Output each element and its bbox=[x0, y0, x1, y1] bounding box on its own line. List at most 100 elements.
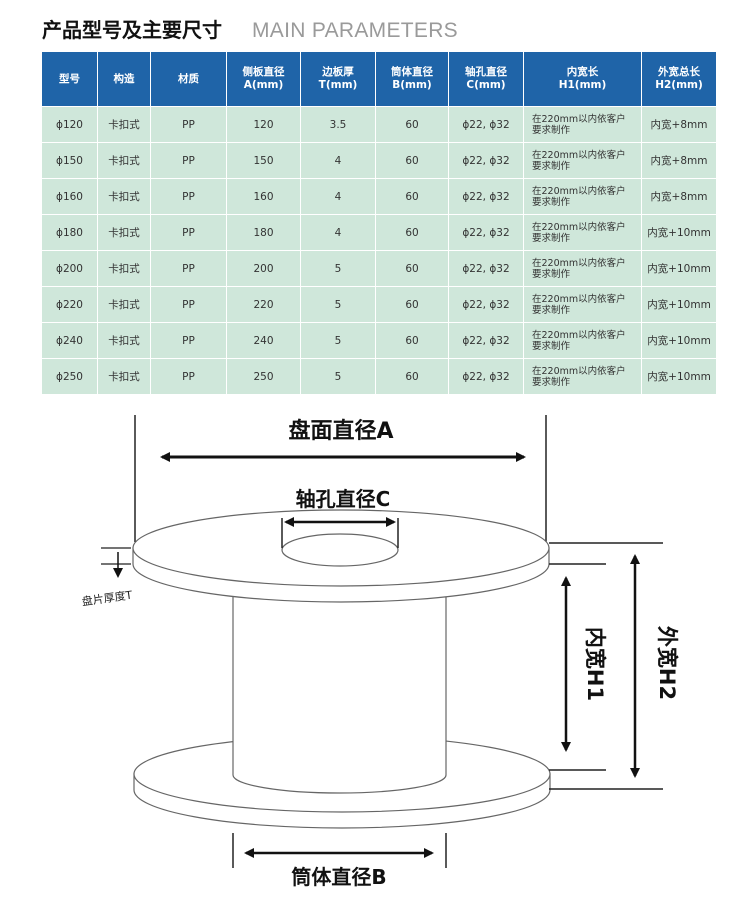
column-header-text: 边板厚 bbox=[322, 66, 354, 78]
label-disc-diameter: 盘面直径A bbox=[288, 418, 393, 444]
cell-text-line: 要求制作 bbox=[532, 268, 571, 280]
cell-structure: 卡扣式 bbox=[97, 106, 151, 143]
cell-h1: 在220mm以内依客户要求制作 bbox=[523, 178, 642, 215]
cell-t: 4 bbox=[300, 214, 376, 251]
cell-b: 60 bbox=[375, 322, 449, 359]
cell-h1: 在220mm以内依客户要求制作 bbox=[523, 142, 642, 179]
cell-material: PP bbox=[150, 106, 227, 143]
shaft-hole bbox=[281, 533, 399, 567]
cell-text-line: 在220mm以内依客户 bbox=[532, 365, 626, 377]
cell-h2: 内宽+8mm bbox=[641, 142, 717, 179]
cell-material: PP bbox=[150, 358, 227, 395]
column-header-text: B(mm) bbox=[392, 79, 432, 91]
cell-model: ϕ250 bbox=[41, 358, 98, 395]
cell-c: ϕ22, ϕ32 bbox=[448, 358, 524, 395]
cell-text-line: 要求制作 bbox=[532, 124, 571, 136]
column-header-text: 材质 bbox=[178, 72, 199, 85]
cell-h2: 内宽+10mm bbox=[641, 214, 717, 251]
cell-t: 4 bbox=[300, 142, 376, 179]
cell-b: 60 bbox=[375, 250, 449, 287]
cell-h2: 内宽+10mm bbox=[641, 322, 717, 359]
cell-h1: 在220mm以内依客户要求制作 bbox=[523, 358, 642, 395]
spool-diagram: 盘面直径A 轴孔直径C 盘片厚度T 内宽H1 外宽H2 筒体直径B bbox=[81, 415, 679, 889]
cell-text-line: 要求制作 bbox=[532, 376, 571, 388]
label-outer-width: 外宽H2 bbox=[655, 626, 679, 700]
cell-h1: 在220mm以内依客户要求制作 bbox=[523, 106, 642, 143]
label-hub-diameter: 筒体直径B bbox=[291, 865, 386, 889]
cell-structure: 卡扣式 bbox=[97, 286, 151, 323]
cell-text-line: 在220mm以内依客户 bbox=[532, 257, 626, 269]
cell-structure: 卡扣式 bbox=[97, 322, 151, 359]
cell-text-line: 在220mm以内依客户 bbox=[532, 113, 626, 125]
column-header-text: 筒体直径 bbox=[391, 66, 433, 78]
label-inner-width: 内宽H1 bbox=[583, 627, 607, 701]
column-header-text: 型号 bbox=[59, 72, 80, 85]
label-disc-thickness: 盘片厚度T bbox=[81, 588, 133, 609]
cell-b: 60 bbox=[375, 286, 449, 323]
cell-material: PP bbox=[150, 142, 227, 179]
column-header-text: C(mm) bbox=[466, 79, 506, 91]
cell-text-line: 要求制作 bbox=[532, 160, 571, 172]
column-header-text: H2(mm) bbox=[655, 79, 703, 91]
cell-a: 220 bbox=[226, 286, 301, 323]
cell-c: ϕ22, ϕ32 bbox=[448, 214, 524, 251]
cell-h2: 内宽+10mm bbox=[641, 286, 717, 323]
cell-h1: 在220mm以内依客户要求制作 bbox=[523, 250, 642, 287]
column-header: 型号 bbox=[41, 51, 98, 107]
cell-text-line: 在220mm以内依客户 bbox=[532, 185, 626, 197]
column-header-text: 内宽长 bbox=[566, 66, 599, 78]
cell-text-line: 要求制作 bbox=[532, 340, 571, 352]
cell-text-line: 要求制作 bbox=[532, 232, 571, 244]
cell-material: PP bbox=[150, 286, 227, 323]
cell-a: 240 bbox=[226, 322, 301, 359]
cell-b: 60 bbox=[375, 142, 449, 179]
cell-t: 5 bbox=[300, 322, 376, 359]
cell-c: ϕ22, ϕ32 bbox=[448, 142, 524, 179]
cell-structure: 卡扣式 bbox=[97, 250, 151, 287]
cell-structure: 卡扣式 bbox=[97, 178, 151, 215]
cell-c: ϕ22, ϕ32 bbox=[448, 178, 524, 215]
hub-cylinder bbox=[232, 590, 447, 794]
column-header: 构造 bbox=[97, 51, 151, 107]
cell-a: 150 bbox=[226, 142, 301, 179]
cell-model: ϕ150 bbox=[41, 142, 98, 179]
cell-t: 5 bbox=[300, 358, 376, 395]
cell-text-line: 在220mm以内依客户 bbox=[532, 149, 626, 161]
cell-t: 3.5 bbox=[300, 106, 376, 143]
column-header-text: T(mm) bbox=[318, 79, 358, 91]
column-header: 材质 bbox=[150, 51, 227, 107]
cell-t: 5 bbox=[300, 286, 376, 323]
cell-text-line: 要求制作 bbox=[532, 304, 571, 316]
cell-model: ϕ200 bbox=[41, 250, 98, 287]
cell-structure: 卡扣式 bbox=[97, 358, 151, 395]
cell-text-line: 要求制作 bbox=[532, 196, 571, 208]
cell-h2: 内宽+8mm bbox=[641, 178, 717, 215]
cell-h1: 在220mm以内依客户要求制作 bbox=[523, 286, 642, 323]
cell-a: 120 bbox=[226, 106, 301, 143]
cell-h2: 内宽+10mm bbox=[641, 358, 717, 395]
cell-material: PP bbox=[150, 214, 227, 251]
cell-material: PP bbox=[150, 178, 227, 215]
cell-model: ϕ240 bbox=[41, 322, 98, 359]
cell-h1: 在220mm以内依客户要求制作 bbox=[523, 214, 642, 251]
cell-material: PP bbox=[150, 322, 227, 359]
column-header-text: 外宽总长 bbox=[658, 66, 700, 78]
title-chinese: 产品型号及主要尺寸 bbox=[42, 18, 222, 42]
cell-model: ϕ220 bbox=[41, 286, 98, 323]
cell-text-line: 在220mm以内依客户 bbox=[532, 329, 626, 341]
cell-structure: 卡扣式 bbox=[97, 142, 151, 179]
label-shaft-hole-diameter: 轴孔直径C bbox=[296, 487, 391, 511]
